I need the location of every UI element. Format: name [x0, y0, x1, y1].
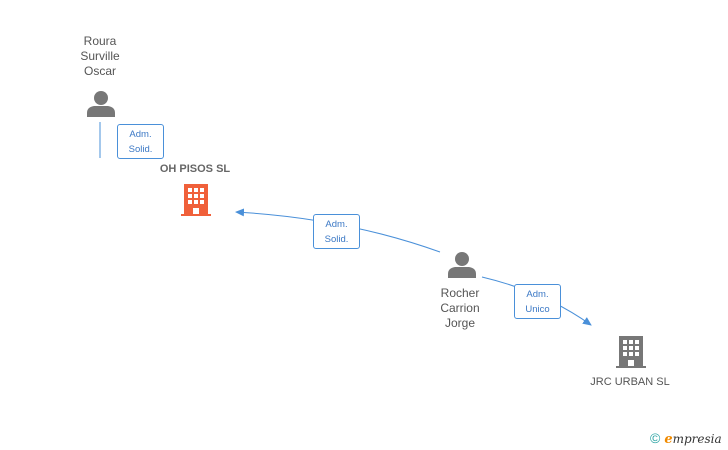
copyright-symbol: © — [650, 430, 661, 446]
name-line: Oscar — [83, 64, 116, 78]
company-name-oh-pisos[interactable]: OH PISOS SL — [159, 163, 231, 175]
role-badge: Adm. Unico — [514, 284, 561, 319]
role-badge: Adm. Solid. — [313, 214, 360, 249]
name-line: Rocher — [440, 286, 480, 300]
person-name-rocher[interactable]: Rocher Carrion Jorge — [422, 286, 498, 331]
role-line: Adm. — [129, 129, 152, 140]
person-icon[interactable] — [447, 250, 477, 280]
role-line: Solid. — [128, 144, 153, 155]
role-badge: Adm. Solid. — [117, 124, 164, 159]
person-icon[interactable] — [86, 89, 116, 119]
name-line: Surville — [80, 49, 120, 63]
building-icon[interactable] — [180, 182, 212, 216]
name-line: Carrion — [440, 301, 480, 315]
role-line: Unico — [525, 304, 550, 315]
role-line: Solid. — [324, 234, 349, 245]
brand-logo-text: mpresia — [672, 432, 722, 446]
brand-logo-letter: e — [664, 432, 673, 447]
role-line: Adm. — [526, 289, 549, 300]
name-line: Jorge — [444, 316, 476, 330]
person-name-roura[interactable]: Roura Surville Oscar — [62, 34, 138, 79]
empresia-watermark: ©empresia — [650, 430, 722, 447]
name-line: Roura — [83, 34, 117, 48]
role-line: Adm. — [325, 219, 348, 230]
building-icon[interactable] — [615, 334, 647, 368]
company-name-jrc-urban[interactable]: JRC URBAN SL — [590, 376, 670, 388]
